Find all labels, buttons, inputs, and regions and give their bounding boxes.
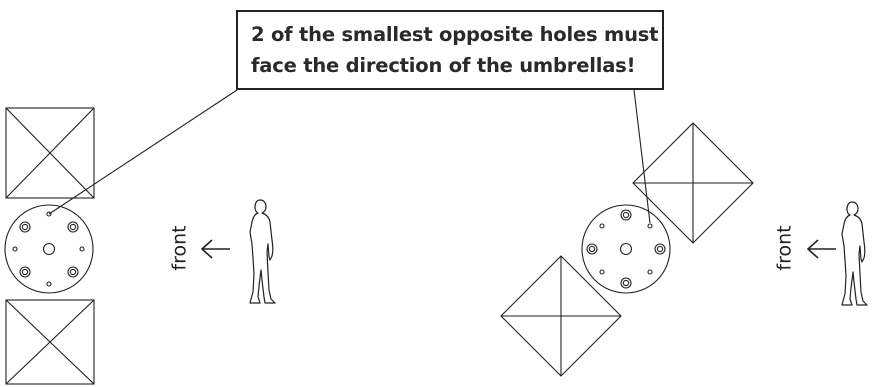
left-walking-person-icon [249,199,276,304]
right-upper-umbrella-icon [632,122,754,244]
right-arrow-icon [806,239,836,259]
callout-line-1: 2 of the smallest opposite holes must [251,23,659,46]
right-base-small-holes [599,223,653,275]
left-arrow-icon [200,239,230,259]
right-lower-umbrella-icon [500,255,622,377]
callout-leader-left [48,89,238,215]
left-base-large-holes [19,221,79,278]
front-label-right: front [773,225,796,271]
right-base-large-holes [586,209,666,289]
callout-leader-right [633,89,651,224]
front-label-left: front [168,225,191,271]
left-bottom-umbrella-icon [5,299,95,385]
left-top-umbrella-icon [5,107,95,199]
callout-line-2: face the direction of the umbrellas! [251,54,636,77]
left-base-icon [4,204,94,294]
left-base-small-holes [12,211,85,287]
right-walking-person-icon [841,201,868,306]
right-base-icon [581,204,671,294]
callout-note: 2 of the smallest opposite holes must fa… [236,10,664,90]
